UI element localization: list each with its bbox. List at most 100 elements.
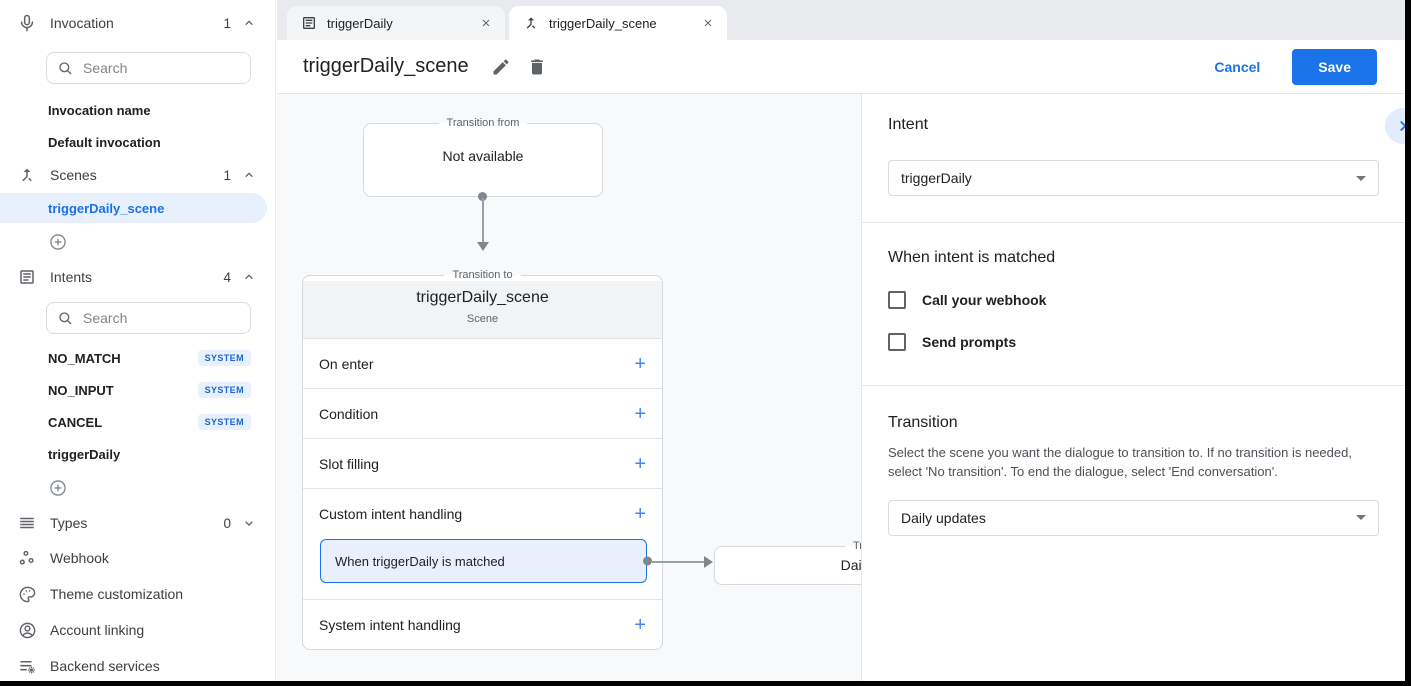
chevron-down-icon[interactable] [241,515,257,531]
section-label: Scenes [50,167,97,183]
scene-row-system-intent-handling[interactable]: System intent handling + [303,599,662,649]
search-input[interactable] [83,60,240,76]
add-scene-button[interactable] [0,224,275,260]
collapse-panel-button[interactable] [1385,108,1405,144]
window-edge-right [1405,0,1411,686]
sidebar-item-triggerdaily-scene-selected[interactable]: triggerDaily_scene [0,193,267,223]
node-legend: Transition to [852,540,861,552]
page-title: triggerDaily_scene [303,55,469,77]
send-prompts-option[interactable]: Send prompts [888,333,1379,351]
close-icon[interactable] [477,14,495,32]
sidebar-item-invocation-name[interactable]: Invocation name [48,102,151,118]
section-label: Intents [50,269,93,285]
save-button[interactable]: Save [1292,48,1377,85]
row-label: Slot filling [319,455,379,472]
intent-name: CANCEL [48,414,103,430]
scene-row-slot-filling[interactable]: Slot filling + [303,438,662,488]
handler-label: When triggerDaily is matched [335,553,505,569]
sidebar-item-account-linking[interactable]: Account linking [0,612,275,648]
add-icon[interactable]: + [634,352,646,375]
main-area: triggerDaily triggerDaily_scene triggerD… [277,0,1405,681]
intents-search[interactable] [46,302,251,334]
system-badge: SYSTEM [197,382,251,398]
add-intent-button[interactable] [0,470,275,506]
call-webhook-option[interactable]: Call your webhook [888,291,1379,309]
search-icon [59,62,72,75]
page-header: triggerDaily_scene Cancel Save [277,40,1405,94]
connector-dot [643,556,652,566]
invocation-search[interactable] [46,52,251,84]
search-icon [59,312,72,325]
connector-line [482,198,484,242]
edit-pencil-icon[interactable] [491,57,511,77]
scene-row-on-enter[interactable]: On enter + [303,338,662,388]
sidebar-section-intents[interactable]: Intents 4 [0,260,275,294]
when-intent-matched-section: When intent is matched Call your webhook… [862,223,1405,386]
dropdown-value: triggerDaily [901,170,972,186]
transition-section: Transition Select the scene you want the… [862,386,1405,536]
checkbox-label: Send prompts [922,334,1017,350]
add-icon[interactable]: + [634,613,646,636]
checkbox-call-webhook[interactable] [888,291,906,309]
transition-description: Select the scene you want the dialogue t… [888,445,1352,479]
sidebar-section-scenes[interactable]: Scenes 1 [0,158,275,192]
add-icon[interactable]: + [634,402,646,425]
system-badge: SYSTEM [197,414,251,430]
sidebar-item-webhook[interactable]: Webhook [0,540,275,576]
arrowhead-right-icon [704,556,713,568]
node-legend: Transition to [452,269,513,281]
tab-strip: triggerDaily triggerDaily_scene [277,0,1405,40]
webhook-icon [16,547,38,569]
matched-heading: When intent is matched [888,249,1056,266]
tab-triggerdaily-scene[interactable]: triggerDaily_scene [509,6,727,40]
intent-dropdown[interactable]: triggerDaily [888,160,1379,196]
add-icon[interactable]: + [634,503,646,525]
checkbox-send-prompts[interactable] [888,333,906,351]
scene-node-header: triggerDaily_scene Scene [303,281,662,338]
section-label: Types [50,515,88,531]
tab-label: triggerDaily_scene [549,15,657,31]
palette-icon [16,583,38,605]
node-value: Not available [442,148,524,164]
row-label: On enter [319,355,374,372]
sidebar-item-intent[interactable]: NO_MATCH SYSTEM [0,342,275,374]
section-count: 1 [223,167,231,183]
sidebar-item-intent[interactable]: triggerDaily [0,438,275,470]
close-icon[interactable] [699,14,717,32]
chevron-up-icon[interactable] [241,167,257,183]
list-box-icon [301,15,317,31]
transition-from-node: Transition from Not available [363,117,603,197]
sidebar-section-invocation[interactable]: Invocation 1 [0,6,275,40]
detail-panel: Intent triggerDaily When intent is match… [861,94,1405,681]
intent-section: Intent triggerDaily [862,94,1405,223]
tab-triggerdaily[interactable]: triggerDaily [287,6,505,40]
flow-canvas[interactable]: Transition from Not available Transition… [277,94,861,681]
sidebar-item-theme-customization[interactable]: Theme customization [0,576,275,612]
chevron-right-icon [1400,120,1405,132]
intent-handler-when-triggerdaily-matched[interactable]: When triggerDaily is matched [320,539,652,583]
row-label: Condition [319,405,379,422]
cancel-button[interactable]: Cancel [1214,58,1261,75]
sidebar-item-backend-services[interactable]: Backend services [0,648,275,681]
sidebar-section-types[interactable]: Types 0 [0,506,275,540]
scene-node-subtitle: Scene [466,313,499,325]
plus-circle-icon [50,234,66,250]
plus-circle-icon [50,480,66,496]
services-gear-icon [16,655,38,677]
section-count: 1 [223,15,231,31]
sidebar-item-intent[interactable]: NO_INPUT SYSTEM [0,374,275,406]
sidebar-item-default-invocation[interactable]: Default invocation [48,134,161,150]
intent-name: NO_MATCH [48,350,121,366]
transition-dropdown[interactable]: Daily updates [888,499,1379,536]
delete-trash-icon[interactable] [527,57,547,77]
custom-intent-label-row[interactable]: Custom intent handling + [303,489,662,539]
chevron-up-icon[interactable] [241,269,257,285]
search-input[interactable] [83,310,240,326]
chevron-up-icon[interactable] [241,15,257,31]
sidebar-item-intent[interactable]: CANCEL SYSTEM [0,406,275,438]
microphone-icon [16,12,38,34]
scene-row-condition[interactable]: Condition + [303,388,662,438]
add-icon[interactable]: + [634,452,646,475]
transition-target-node[interactable]: Transition to Daily updates [714,540,861,585]
transition-heading: Transition [888,414,958,431]
